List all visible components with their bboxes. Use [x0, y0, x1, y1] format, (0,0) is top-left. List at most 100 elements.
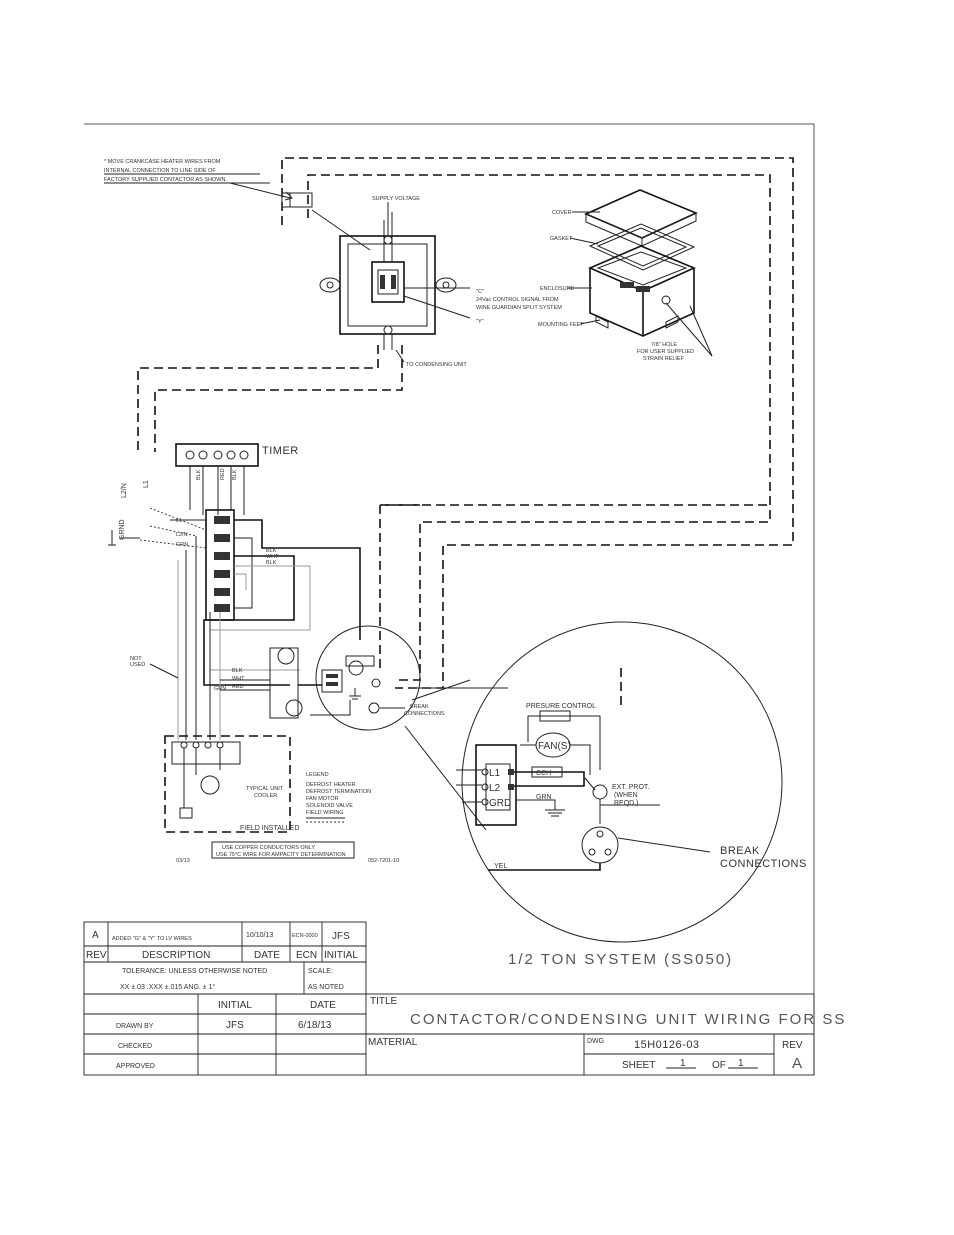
notes-to-condensing: TO CONDENSING UNIT	[406, 362, 467, 368]
notes-control-signal-line2: WINE GUARDIAN SPLIT SYSTEM	[476, 305, 562, 311]
title-block-tolerance-2: XX ±.03 .XXX ±.015 ANG. ± 1°	[120, 983, 215, 991]
title-block: A ADDED "G" & "Y" TO LV WIRES 10/10/13 E…	[83, 921, 846, 1076]
svg-text:LEGEND: LEGEND	[306, 772, 329, 778]
svg-text:USED: USED	[130, 662, 145, 668]
title-block-of-num: 1	[738, 1058, 744, 1069]
title-block-h-date: DATE	[254, 950, 280, 961]
notes-break-2: CONNECTIONS	[720, 858, 807, 870]
title-block-title-label: TITLE	[370, 996, 398, 1007]
timer-block: TIMER	[175, 443, 299, 515]
notes-hole-line1: 7/8" HOLE	[651, 342, 677, 348]
notes-break-1: BREAK	[720, 845, 760, 857]
notes-control-signal-line1: 24Vac CONTROL SIGNAL FROM	[476, 297, 559, 303]
notes-cch: CCH	[536, 770, 551, 777]
notes-l2-term: L2	[489, 783, 501, 794]
notes-c-label: "C"	[476, 289, 484, 295]
svg-text:GRN: GRN	[214, 686, 226, 692]
notes-enclosure: ENCLOSURE	[540, 286, 575, 292]
small-detail-circle: BLK WHT RED GRN BREAK CONNECTIONS	[214, 625, 487, 831]
notes-cover: COVER	[552, 210, 572, 216]
title-block-h-ecn: ECN	[296, 950, 317, 961]
title-block-sheet-num: 1	[680, 1058, 686, 1069]
svg-text:RED: RED	[232, 684, 244, 690]
notes-yel: YEL	[494, 863, 507, 870]
notes-timer: TIMER	[262, 445, 299, 457]
title-block-drawn-initial: JFS	[226, 1020, 244, 1031]
enclosure-exploded-view: COVER GASKET ENCLOSURE MOUNTING FEET 7/8…	[538, 189, 713, 362]
notes-typical-unit-cooler-2: COOLER	[254, 793, 277, 799]
svg-text:NOT: NOT	[130, 656, 142, 662]
title-block-sheet-label: SHEET	[622, 1060, 655, 1071]
title-block-rev-desc: ADDED "G" & "Y" TO LV WIRES	[112, 936, 192, 942]
svg-text:BREAK: BREAK	[410, 704, 429, 710]
notes-presure-control: PRESURE CONTROL	[526, 703, 596, 710]
notes-ext-prot-3: REQD.)	[614, 800, 639, 807]
notes-crankcase-line3: FACTORY SUPPLIED CONTACTOR AS SHOWN.	[104, 177, 227, 183]
notes-grn: GRN	[536, 794, 552, 801]
svg-text:GRN: GRN	[176, 542, 188, 548]
legend: LEGEND DEFROST HEATER DEFROST TERMINATIO…	[306, 772, 371, 823]
title-block-drawn-date: 6/18/13	[298, 1020, 332, 1031]
title-block-h-rev: REV	[86, 950, 107, 961]
notes-fans: FAN(S)	[538, 741, 571, 752]
notes-hole-line3: STRAIN RELIEF	[643, 356, 685, 362]
notes-mounting-feet: MOUNTING FEET	[538, 322, 584, 328]
notes-copper-note-1: USE COPPER CONDUCTORS ONLY	[222, 845, 315, 851]
title-block-rev-ecn: ECN-0000	[292, 933, 318, 939]
notes-field-installed: FIELD INSTALLED	[240, 825, 299, 832]
svg-text:CONNECTIONS: CONNECTIONS	[404, 711, 445, 717]
large-detail-circle: L1 L2 GRD CCH PRESURE CONTROL FAN(S) EXT…	[412, 621, 807, 943]
title-block-scale-val: AS NOTED	[308, 984, 344, 991]
svg-text:SOLENOID VALVE: SOLENOID VALVE	[306, 803, 353, 809]
notes-l2n: L2/N	[121, 483, 128, 498]
title-block-drawn-by: DRAWN BY	[116, 1023, 154, 1030]
terminal-block-wiring: L1 L2/N GRN BLK WHT BLK BLK RED BLK L2/N…	[108, 468, 361, 740]
svg-text:FIELD WIRING: FIELD WIRING	[306, 810, 344, 816]
notes-ext-prot-1: EXT. PROT.	[612, 784, 649, 791]
svg-text:L1: L1	[176, 518, 182, 524]
title-block-dwg-no: 15H0126-03	[634, 1039, 700, 1051]
notes-grd-term: GRD	[489, 798, 511, 809]
unit-cooler-block: TYPICAL UNIT COOLER FIELD INSTALLED USE …	[164, 735, 399, 864]
svg-text:DEFROST HEATER: DEFROST HEATER	[306, 782, 356, 788]
title-block-approved: APPROVED	[116, 1063, 155, 1070]
svg-text:BLK: BLK	[232, 668, 243, 674]
svg-text:BLK: BLK	[196, 469, 202, 480]
svg-text:BLK: BLK	[266, 560, 277, 566]
notes-l1: L1	[143, 480, 150, 488]
notes-supply-voltage: SUPPLY VOLTAGE	[372, 196, 420, 202]
title-block-title: CONTACTOR/CONDENSING UNIT WIRING FOR SS	[410, 1011, 846, 1028]
title-block-system: 1/2 TON SYSTEM (SS050)	[508, 951, 733, 968]
conduit-dashed-lines	[137, 157, 794, 710]
title-block-material-label: MATERIAL	[368, 1037, 418, 1048]
notes-typical-unit-cooler-1: TYPICAL UNIT	[246, 786, 284, 792]
contactor-box: SUPPLY VOLTAGE "C" 24Vac CONTROL SIGNAL …	[311, 196, 562, 368]
notes-crankcase-line2: INTERNAL CONNECTION TO LINE SIDE OF	[104, 168, 216, 174]
notes-y-label: "Y"	[476, 319, 484, 325]
title-block-h-initial: INITIAL	[324, 950, 358, 961]
svg-text:L2/N: L2/N	[176, 532, 188, 538]
svg-text:WHT: WHT	[232, 676, 245, 682]
title-block-h-desc: DESCRIPTION	[142, 950, 210, 961]
notes-drawing-num-left: 03/13	[176, 858, 190, 864]
title-block-dwg-label: DWG	[587, 1038, 604, 1045]
svg-text:RED: RED	[220, 468, 226, 480]
notes-ext-prot-2: (WHEN	[614, 792, 638, 799]
title-block-checked: CHECKED	[118, 1043, 152, 1050]
title-block-col-initial: INITIAL	[218, 1000, 252, 1011]
title-block-rev-label: REV	[782, 1040, 803, 1051]
notes-l1-term: L1	[489, 768, 501, 779]
notes-crankcase-line1: * MOVE CRANKCASE HEATER WIRES FROM	[104, 159, 221, 165]
svg-text:BLK: BLK	[232, 469, 238, 480]
notes-drawing-num-right: 052-7201-10	[368, 858, 399, 864]
notes-grnd: GRND	[119, 519, 126, 540]
notes-gasket: GASKET	[550, 236, 573, 242]
title-block-rev-date: 10/10/13	[246, 932, 273, 939]
title-block-tolerance-1: TOLERANCE: UNLESS OTHERWISE NOTED	[122, 968, 267, 975]
title-block-rev-val: A	[792, 1055, 804, 1072]
title-block-scale: SCALE:	[308, 968, 333, 975]
title-block-rev-initial: JFS	[332, 931, 350, 942]
svg-text:BLK: BLK	[266, 548, 277, 554]
title-block-col-date: DATE	[310, 1000, 336, 1011]
